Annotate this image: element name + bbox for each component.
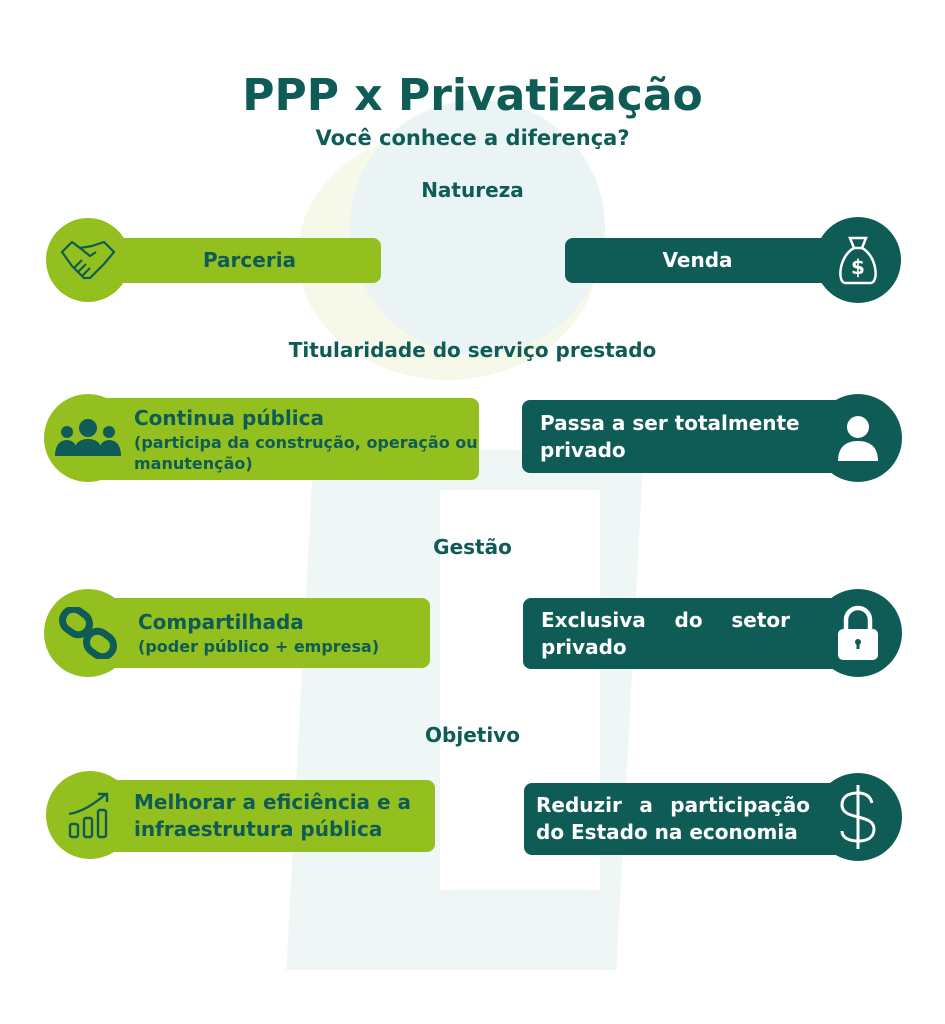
dollar-sign-icon [814, 773, 902, 861]
priv-text: Venda [662, 248, 733, 272]
handshake-icon [46, 218, 130, 302]
ppp-text: Parceria [202, 248, 297, 272]
ppp-detail: (participa da construção, operação ou ma… [134, 432, 478, 473]
chain-link-icon [44, 589, 132, 677]
priv-card-objetivo: Reduzir a participação do Estado na econ… [524, 783, 860, 855]
ppp-card-natureza: Parceria [88, 238, 381, 283]
ppp-card-titularidade: Continua pública (participa da construçã… [88, 398, 479, 480]
ppp-text: Continua pública [134, 405, 324, 430]
padlock-icon [814, 589, 902, 677]
page-title: PPP x Privatização [242, 70, 703, 121]
section-label-titularidade: Titularidade do serviço prestado [288, 338, 657, 362]
people-group-icon [44, 394, 132, 482]
page-subtitle: Você conhece a diferença? [315, 126, 630, 150]
priv-text: Exclusiva do setor privado [541, 607, 790, 659]
ppp-text: Compartilhada [138, 610, 304, 634]
priv-card-natureza: Venda [565, 238, 860, 283]
money-bag-icon: $ [815, 217, 901, 303]
ppp-detail: (poder público + empresa) [138, 637, 380, 656]
background-circle [350, 100, 605, 355]
growth-chart-icon [46, 771, 134, 859]
section-label-gestao: Gestão [433, 535, 512, 559]
ppp-card-objetivo: Melhorar a eficiência e a infraestrutura… [90, 780, 435, 852]
svg-text:$: $ [851, 255, 865, 279]
ppp-text: Melhorar a eficiência e a infraestrutura… [134, 790, 412, 841]
section-label-natureza: Natureza [421, 178, 524, 202]
priv-text: Passa a ser totalmente privado [540, 410, 800, 462]
priv-card-gestao: Exclusiva do setor privado [523, 598, 860, 669]
priv-card-titularidade: Passa a ser totalmente privado [522, 400, 860, 473]
section-label-objetivo: Objetivo [425, 723, 520, 747]
person-icon [814, 394, 902, 482]
priv-text: Reduzir a participação do Estado na econ… [536, 793, 810, 844]
ppp-card-gestao: Compartilhada (poder público + empresa) [88, 598, 430, 668]
